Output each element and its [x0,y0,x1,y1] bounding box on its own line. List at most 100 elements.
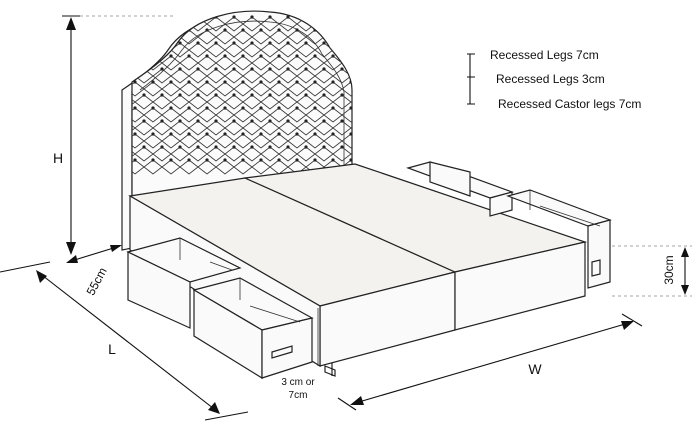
tuft-button [151,106,155,110]
tuft-diamond [332,146,352,162]
tuft-button [205,106,209,110]
tuft-diamond [233,55,253,71]
tuft-button [178,145,182,149]
tuft-diamond [387,95,405,109]
tuft-button [277,106,281,110]
tuft-button [196,119,200,123]
tuft-button [241,54,245,58]
tuft-button [358,93,361,96]
tuft-button [178,93,182,97]
tuft-button [241,80,245,84]
tuft-button [250,145,254,149]
tuft-diamond [143,107,163,123]
height-dimension: H [53,15,175,255]
tuft-button [394,41,397,44]
tuft-button [367,28,370,31]
tuft-button [133,132,137,136]
tuft-button [376,15,379,18]
tuft-button [187,80,191,84]
tuft-button [304,119,308,123]
tuft-diamond [170,42,190,58]
tuft-button [286,145,290,149]
tuft-button [223,28,227,32]
tuft-button [169,54,173,58]
tuft-diamond [242,42,262,58]
tuft-diamond [360,30,378,44]
tuft-diamond [314,68,334,84]
tuft-button [151,132,155,136]
tuft-button [205,54,209,58]
tuft-button [313,80,317,84]
tuft-diamond [396,82,414,96]
tuft-button [385,80,388,83]
tuft-diamond [197,107,217,123]
tuft-diamond [323,107,343,123]
tuft-button [205,132,209,136]
tuft-diamond [161,55,181,71]
tuft-diamond [287,55,307,71]
tuft-diamond [233,29,253,45]
tuft-button [394,93,397,96]
tuft-diamond [161,107,181,123]
tuft-button [169,132,173,136]
tuft-diamond [134,16,154,32]
tuft-button [304,67,308,71]
tuft-button [223,106,227,110]
tuft-diamond [332,16,352,32]
tuft-button [133,28,137,32]
tuft-button [313,106,317,110]
tuft-button [169,80,173,84]
tuft-button [322,93,326,97]
tuft-diamond [287,107,307,123]
tuft-button [178,15,182,19]
tuft-diamond [251,133,271,149]
tuft-diamond [287,133,307,149]
drawer-depth-dimension: 55cm [66,245,122,298]
tuft-diamond [197,133,217,149]
tuft-button [376,145,379,148]
tuft-button [214,41,218,45]
tuft-button [385,54,388,57]
tuft-button [403,80,406,83]
tuft-diamond [161,133,181,149]
tuft-button [259,132,263,136]
tuft-button [349,28,352,32]
tuft-diamond [360,82,378,96]
tuft-button [178,119,182,123]
tuft-diamond [132,133,145,149]
tuft-diamond [206,94,226,110]
tuft-diamond [143,81,163,97]
tuft-button [214,93,218,97]
tuft-button [268,93,272,97]
tuft-button [313,132,317,136]
tuft-diamond [188,68,208,84]
tuft-diamond [161,81,181,97]
tuft-button [403,28,406,31]
width-label: W [528,361,542,377]
tuft-diamond [269,29,289,45]
height-label: H [53,150,63,166]
tuft-diamond [378,82,396,96]
tuft-button [367,54,370,57]
tuft-diamond [251,159,271,175]
tuft-button [160,41,164,45]
tuft-diamond [161,159,181,175]
tuft-diamond [260,68,280,84]
tuft-diamond [132,159,145,175]
tuft-diamond [134,120,154,136]
tuft-diamond [170,68,190,84]
tuft-diamond [378,160,396,174]
tuft-button [268,15,272,19]
tuft-diamond [197,55,217,71]
tuft-diamond [206,68,226,84]
tuft-diamond [369,95,387,109]
tuft-button [340,93,344,97]
tuft-button [232,67,236,71]
tuft-button [160,67,164,71]
tuft-button [277,158,281,162]
tuft-button [286,41,290,45]
left-drawer-back [126,237,242,329]
tuft-diamond [278,42,298,58]
tuft-button [367,158,370,161]
